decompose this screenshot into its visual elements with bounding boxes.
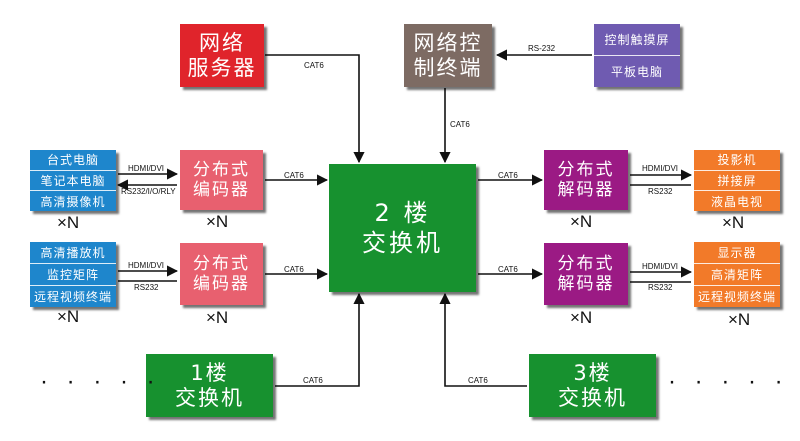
label-rs232-source-bottom: RS232 (134, 283, 159, 292)
source-hd-camera: 高清摄像机 (30, 190, 116, 211)
switch-2f-line2: 交换机 (362, 229, 443, 257)
label-cat6-1f: CAT6 (303, 376, 323, 385)
multiplier-display-top: ×N (722, 213, 745, 232)
source-list-bottom: 高清播放机 监控矩阵 远程视频终端 (30, 242, 116, 307)
encoder-bottom-line1: 分布式 (193, 254, 250, 274)
label-cat6-decoder-bottom: CAT6 (498, 265, 518, 274)
display-hd-matrix: 高清矩阵 (694, 263, 780, 285)
switch-3f-node: 3楼 交换机 (529, 354, 656, 417)
ellipsis-left: · · · · · (40, 368, 161, 395)
label-cat6-encoder-top: CAT6 (284, 171, 304, 180)
display-remote-video: 远程视频终端 (694, 285, 780, 307)
label-cat6-decoder-top: CAT6 (498, 171, 518, 180)
switch-2f-node: 2 楼 交换机 (329, 164, 476, 292)
source-remote-video: 远程视频终端 (30, 285, 116, 307)
encoder-bottom-line2: 编码器 (193, 274, 250, 294)
touch-panel-row: 控制触摸屏 (604, 33, 670, 47)
display-projector: 投影机 (717, 153, 757, 168)
decoder-top-line2: 解码器 (557, 180, 615, 200)
wire-1f-to-2f (275, 292, 365, 387)
network-server-node: 网络 服务器 (180, 24, 264, 87)
multiplier-display-bottom: ×N (728, 310, 751, 329)
multiplier-encoder-bottom: ×N (206, 308, 229, 327)
network-control-line2: 制终端 (413, 55, 483, 80)
encoder-bottom-node: 分布式 编码器 (180, 243, 263, 305)
switch-2f-line1: 2 楼 (374, 199, 431, 227)
multiplier-decoder-bottom: ×N (570, 308, 593, 327)
label-cat6-control: CAT6 (450, 120, 470, 129)
wire-server-to-switch (265, 54, 365, 164)
label-rs232-io-rly: RS232/I/O/RLY (121, 187, 176, 196)
label-rs232-touch: RS-232 (528, 44, 556, 53)
display-list-top: 投影机 拼接屏 液晶电视 (694, 150, 780, 211)
encoder-top-node: 分布式 编码器 (180, 150, 263, 210)
label-cat6-encoder-bottom: CAT6 (284, 265, 304, 274)
encoder-top-line1: 分布式 (193, 160, 250, 180)
decoder-bottom-node: 分布式 解码器 (544, 243, 628, 305)
switch-1f-line2: 交换机 (175, 385, 244, 410)
switch-3f-line2: 交换机 (558, 385, 627, 410)
display-video-wall: 拼接屏 (694, 169, 780, 191)
display-list-bottom: 显示器 高清矩阵 远程视频终端 (694, 242, 780, 307)
label-rs232-display-top: RS232 (648, 187, 673, 196)
label-hdmi-source-top: HDMI/DVI (128, 164, 164, 173)
display-monitor: 显示器 (717, 246, 757, 260)
source-monitor-matrix: 监控矩阵 (30, 263, 116, 285)
decoder-bottom-line1: 分布式 (557, 254, 615, 274)
switch-1f-line1: 1楼 (190, 360, 229, 385)
source-desktop-pc: 台式电脑 (46, 153, 99, 168)
decoder-top-node: 分布式 解码器 (544, 150, 628, 210)
label-hdmi-display-top: HDMI/DVI (642, 164, 678, 173)
display-lcd-tv: 液晶电视 (694, 190, 780, 211)
network-server-line2: 服务器 (187, 55, 257, 80)
tablet-row: 平板电脑 (594, 55, 680, 87)
label-hdmi-source-bottom: HDMI/DVI (128, 261, 164, 270)
wire-3f-to-2f (439, 292, 527, 387)
multiplier-source-top: ×N (57, 213, 80, 232)
network-server-line1: 网络 (199, 30, 245, 55)
label-cat6-3f: CAT6 (468, 376, 488, 385)
touch-panel-node: 控制触摸屏 平板电脑 (594, 24, 680, 87)
ellipsis-right: · · · · · (668, 368, 789, 395)
switch-3f-line1: 3楼 (573, 360, 612, 385)
decoder-bottom-line2: 解码器 (557, 274, 615, 294)
multiplier-source-bottom: ×N (57, 307, 80, 326)
label-hdmi-display-bottom: HDMI/DVI (642, 262, 678, 271)
label-rs232-display-bottom: RS232 (648, 283, 673, 292)
source-hd-player: 高清播放机 (40, 246, 106, 260)
source-list-top: 台式电脑 笔记本电脑 高清摄像机 (30, 150, 116, 211)
network-control-node: 网络控 制终端 (404, 24, 492, 87)
network-control-line1: 网络控 (413, 30, 483, 55)
switch-1f-node: 1楼 交换机 (146, 354, 273, 417)
source-laptop: 笔记本电脑 (30, 169, 116, 191)
encoder-top-line2: 编码器 (193, 180, 250, 200)
multiplier-encoder-top: ×N (206, 212, 229, 231)
label-cat6-server: CAT6 (304, 61, 324, 70)
multiplier-decoder-top: ×N (570, 212, 593, 231)
decoder-top-line1: 分布式 (557, 160, 615, 180)
